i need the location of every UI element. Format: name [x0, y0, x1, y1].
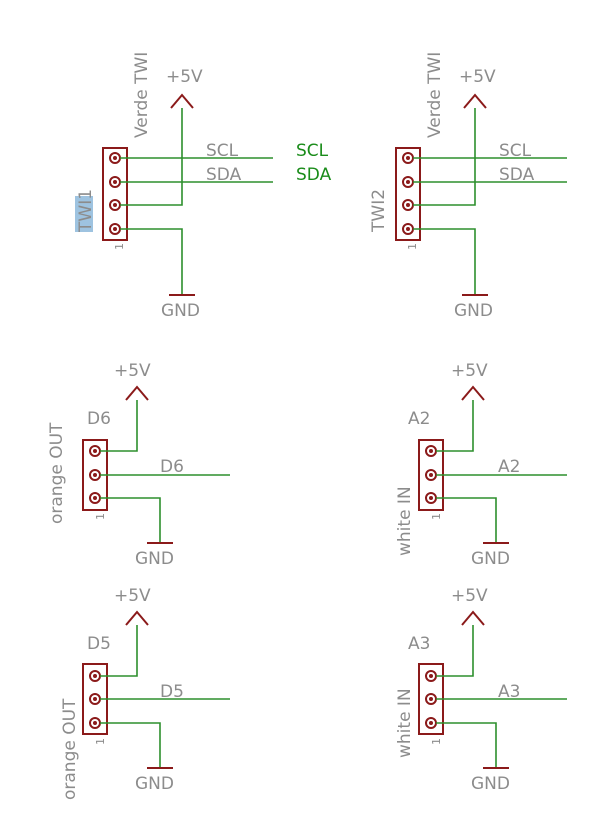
twi1-net-scl-label: SCL	[296, 141, 329, 161]
d5-gnd-wire[interactable]	[100, 722, 161, 768]
twi2-pin1-marker: 1	[406, 243, 419, 250]
twi2-gnd-wire[interactable]	[413, 228, 476, 295]
d5-pin1-marker: 1	[94, 738, 107, 745]
twi1-scl-label: SCL	[206, 141, 239, 161]
d6-block: +5V D6 D6 GND orange OUT 1	[47, 361, 230, 569]
a2-name-label: A2	[408, 409, 430, 429]
a3-supply-label: +5V	[451, 586, 488, 606]
a2-supply-label: +5V	[451, 361, 488, 381]
twi1-connector-body[interactable]	[102, 147, 128, 241]
d6-gnd-label: GND	[135, 549, 174, 569]
twi2-supply-label: +5V	[459, 67, 496, 87]
twi1-block: +5V GND SCL SDA SCL SDA Verde TWI TWI1 1	[75, 52, 332, 321]
a3-pin1-marker: 1	[430, 738, 443, 745]
twi2-vcc-wire[interactable]	[413, 108, 476, 206]
a2-signal-label: A2	[498, 457, 520, 477]
d5-supply-label: +5V	[114, 586, 151, 606]
d6-name-label: D6	[87, 409, 111, 429]
twi2-block: +5V GND SCL SDA Verde TWI TWI2 1	[369, 52, 567, 321]
a3-gnd-label: GND	[471, 774, 510, 794]
d5-signal-label: D5	[160, 682, 184, 702]
twi2-scl-label: SCL	[499, 141, 532, 161]
d5-vcc-wire[interactable]	[100, 625, 138, 677]
a3-vcc-wire[interactable]	[436, 625, 474, 677]
twi2-gnd-label: GND	[454, 301, 493, 321]
d5-block: +5V D5 D5 GND orange OUT 1	[60, 586, 230, 800]
a3-block: +5V A3 A3 GND white IN 1	[395, 586, 567, 794]
d6-gnd-wire[interactable]	[100, 497, 161, 543]
twi1-supply-arrow-icon	[170, 93, 194, 109]
d6-pin1-marker: 1	[94, 513, 107, 520]
a2-supply-arrow-icon	[461, 385, 485, 401]
a3-name-label: A3	[408, 634, 430, 654]
d5-gnd-label: GND	[135, 774, 174, 794]
d6-vcc-wire[interactable]	[100, 400, 138, 452]
d5-supply-arrow-icon	[125, 610, 149, 626]
twi1-pin1-marker: 1	[113, 243, 126, 250]
a2-value-label: white IN	[395, 486, 415, 556]
d6-value-label: orange OUT	[47, 422, 67, 524]
d6-signal-label: D6	[160, 457, 184, 477]
twi1-value-label: Verde TWI	[132, 52, 152, 138]
twi1-sda-label: SDA	[206, 165, 242, 185]
a2-gnd-wire[interactable]	[436, 497, 497, 543]
a2-vcc-wire[interactable]	[436, 400, 474, 452]
a2-block: +5V A2 A2 GND white IN 1	[395, 361, 567, 569]
a3-supply-arrow-icon	[461, 610, 485, 626]
a2-gnd-label: GND	[471, 549, 510, 569]
twi1-supply-label: +5V	[166, 67, 203, 87]
twi2-value-label: Verde TWI	[425, 52, 445, 138]
twi1-gnd-wire[interactable]	[120, 228, 183, 295]
a2-pin1-marker: 1	[430, 513, 443, 520]
twi2-sda-label: SDA	[499, 165, 535, 185]
twi2-supply-arrow-icon	[463, 93, 487, 109]
a3-value-label: white IN	[395, 688, 415, 758]
twi1-name-label: TWI1	[76, 189, 96, 233]
d6-supply-arrow-icon	[125, 385, 149, 401]
d5-value-label: orange OUT	[60, 698, 80, 800]
twi2-name-label: TWI2	[369, 189, 389, 233]
twi2-connector-body[interactable]	[395, 147, 421, 241]
d6-supply-label: +5V	[114, 361, 151, 381]
twi1-name-highlight	[75, 196, 93, 232]
a3-gnd-wire[interactable]	[436, 722, 497, 768]
d5-name-label: D5	[87, 634, 111, 654]
twi1-net-sda-label: SDA	[296, 165, 332, 185]
twi1-gnd-label: GND	[161, 301, 200, 321]
twi1-vcc-wire[interactable]	[120, 108, 183, 206]
a3-signal-label: A3	[498, 682, 520, 702]
